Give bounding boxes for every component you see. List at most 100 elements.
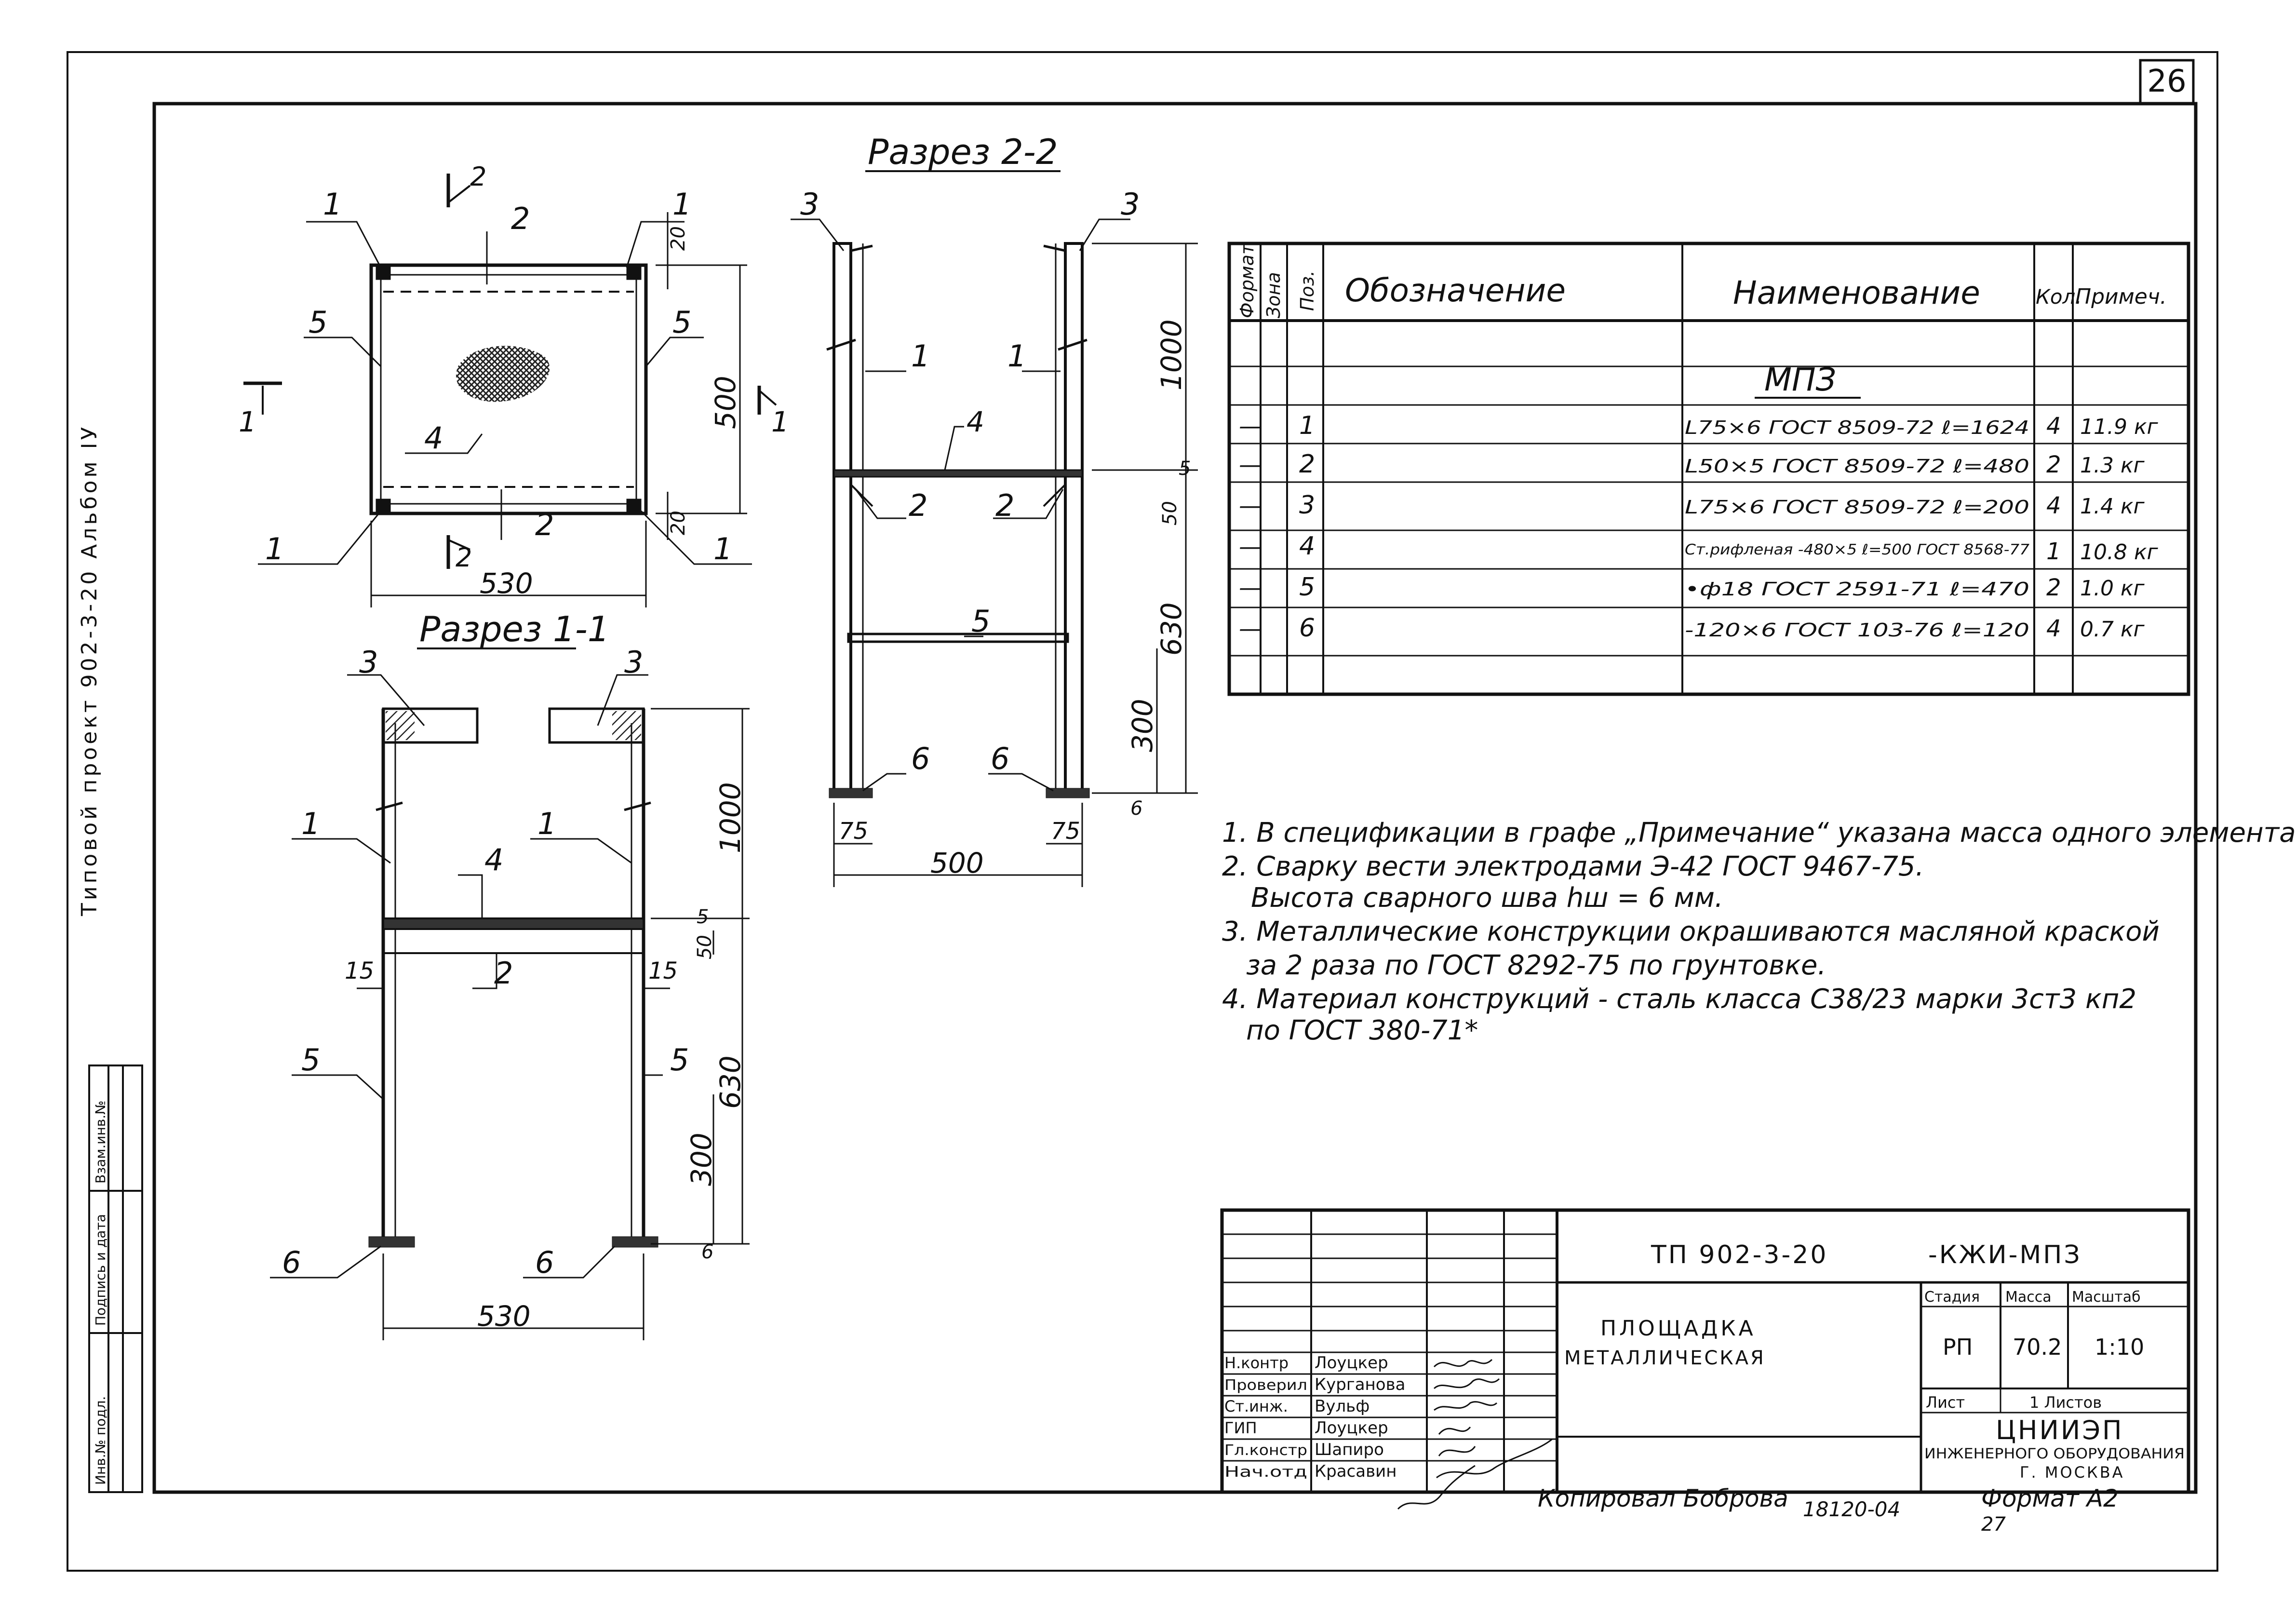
spec-cell-qty: 4 [2046,492,2061,519]
s11-callout-rod-right: 5 [670,1042,689,1078]
s11-callout-deck: 4 [484,842,503,877]
table-row: — 6 -120×6 ГОСТ 103-76 ℓ=120 4 0.7 кг [1239,614,2145,643]
table-row: — 1 L75×6 ГОСТ 8509-72 ℓ=1624 4 11.9 кг [1239,411,2159,440]
s11-callout-base-right: 6 [535,1245,554,1280]
note-line-1: 1. В спецификации в графе „Примечание“ у… [1222,817,2296,849]
s22-callout-plate-right: 2 [995,488,1014,523]
section-2-2-title: Разрез 2-2 [868,132,1058,172]
plan-callout-bottom-plate: 2 [535,507,554,542]
plan-section-mark-2-top: 2 [470,162,486,192]
spec-cell-pos: 4 [1299,532,1315,561]
plan-dim-width: 530 [480,567,533,600]
spec-cell-note: 0.7 кг [2080,617,2145,642]
title-block: ТП 902-3-20 -КЖИ-МПЗ ПЛОЩАДКА МЕТАЛЛИЧЕС… [1224,1240,2185,1536]
note-line-4: 3. Металлические конструкции окрашиваютс… [1222,916,2160,947]
spec-cell-pos: 3 [1299,491,1315,520]
left-stamp [88,1065,143,1493]
s22-callout-plate-left: 2 [909,488,927,523]
title-block-grid [1220,1208,2190,1494]
title-line-2: МЕТАЛЛИЧЕСКАЯ [1564,1347,1766,1369]
s11-dim-base6: 6 [701,1241,713,1263]
spec-cell-pos: 1 [1299,411,1315,440]
order-number: 18120-04 [1803,1497,1900,1521]
spec-header-format: Формат [1236,243,1258,318]
spec-cell-note: 11.9 кг [2080,415,2159,439]
s22-dim-upper: 1000 [1155,319,1188,391]
s11-callout-plate: 2 [494,956,513,991]
s11-dim-gap5: 5 [697,906,709,928]
format-label: Формат А2 [1981,1484,2119,1512]
sheet-number: 26 [2147,64,2186,99]
section-1-1 [270,674,750,1340]
spec-header-pos: Поз. [1297,270,1318,311]
s22-dim-lower: 630 [1155,602,1188,656]
spec-table: Формат Зона Поз. Обозначение Наименовани… [1236,243,2167,643]
signer-name: Курганова [1315,1375,1405,1394]
stage-value: РП [1943,1334,1973,1360]
s11-dim-upper: 1000 [714,782,747,853]
spec-cell-format: — [1239,533,1262,560]
s11-dim-right15: 15 [648,957,678,984]
plan-section-mark-2-bottom: 2 [456,542,472,573]
spec-cell-qty: 2 [2046,451,2061,478]
signer-name: Лоуцкер [1315,1353,1388,1373]
title-line-1: ПЛОЩАДКА [1600,1316,1756,1341]
note-line-2: 2. Сварку вести электродами Э-42 ГОСТ 94… [1222,851,1924,882]
spec-cell-qty: 4 [2046,615,2061,642]
signer-role: Нач.отд [1224,1464,1307,1481]
s11-dim-h300: 300 [685,1132,718,1186]
note-line-3: Высота сварного шва hш = 6 мм. [1251,882,1723,914]
plan-callout-tr: 1 [672,187,691,222]
spec-cell-name: L75×6 ГОСТ 8509-72 ℓ=200 [1685,497,2029,518]
section-1-1-title: Разрез 1-1 [419,609,610,649]
note-line-6: 4. Материал конструкций - сталь класса С… [1222,984,2137,1015]
s22-callout-top-right: 3 [1121,187,1140,222]
spec-header-zone: Зона [1263,272,1284,318]
spec-cell-name: L50×5 ГОСТ 8509-72 ℓ=480 [1685,456,2029,477]
plan-callout-center: 4 [424,420,443,456]
plan-callout-left: 5 [309,305,327,340]
spec-cell-format: — [1239,413,1262,440]
spec-header-designation: Обозначение [1345,272,1566,309]
scale-label: Масштаб [2072,1289,2141,1306]
s22-dim-left75: 75 [839,818,868,845]
plan-section-mark-1-right: 1 [771,405,789,438]
signatures [1397,1359,1553,1510]
org-city: Г. МОСКВА [2020,1463,2125,1482]
spec-cell-pos: 6 [1299,614,1315,643]
plan-callout-right: 5 [672,305,691,340]
copied-by: Копировал Боброва [1538,1484,1788,1512]
s22-callout-base-left: 6 [911,741,930,776]
s11-dim-left15: 15 [345,957,374,984]
signer-name: Красавин [1315,1462,1396,1481]
signer-role: ГИП [1224,1419,1257,1437]
s22-callout-rod: 5 [971,604,990,639]
signer-role: Проверил [1224,1377,1307,1394]
spec-cell-format: — [1239,574,1262,601]
spec-header-name: Наименование [1733,274,1980,311]
plan-callout-tl: 1 [323,187,342,222]
section-1-1-labels: Разрез 1-1 3 3 1 1 4 2 5 5 6 6 530 1000 … [282,609,747,1333]
plan-dim-top: 20 [667,226,689,251]
section-2-2 [791,218,1198,887]
plan-view [243,174,777,607]
spec-header-note: Примеч. [2075,284,2167,309]
spec-cell-format: — [1239,492,1262,519]
s22-dim-width: 500 [930,847,984,879]
s11-dim-lower: 630 [714,1055,747,1109]
s22-callout-deck: 4 [967,405,984,438]
s22-callout-angle-right: 1 [1007,338,1026,374]
table-row: — 5 •ф18 ГОСТ 2591-71 ℓ=470 2 1.0 кг [1239,573,2145,602]
signer-name: Вульф [1315,1397,1370,1416]
plan-dim-height: 500 [709,376,742,429]
copy-number: 27 [1981,1513,2006,1536]
table-row: — 3 L75×6 ГОСТ 8509-72 ℓ=200 4 1.4 кг [1239,491,2145,520]
s11-callout-angle-left: 1 [301,806,320,841]
signer-role: Н.контр [1224,1354,1289,1372]
plan-view-labels: 1 1 2 5 5 4 1 1 2 2 2 1 1 530 500 20 20 [239,162,789,600]
plan-dim-bottom: 20 [667,511,689,535]
plan-callout-top-plate: 2 [511,201,530,236]
s11-dim-width: 530 [477,1300,531,1333]
spec-cell-note: 1.4 кг [2080,494,2145,519]
